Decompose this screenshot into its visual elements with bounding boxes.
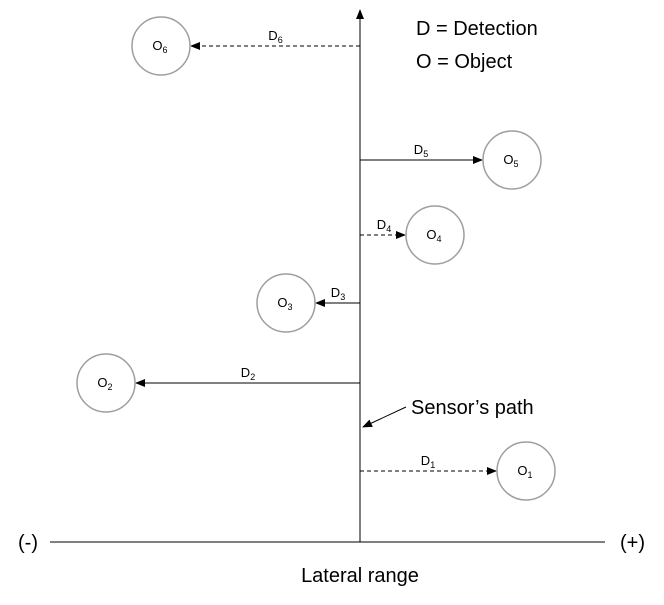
- detection-5-label-subscript: 5: [423, 149, 428, 159]
- detection-6-label: D6: [268, 28, 282, 45]
- object-3-label-base: O: [277, 295, 287, 310]
- object-4-label-base: O: [426, 227, 436, 242]
- object-4-label: O4: [426, 227, 441, 244]
- detection-2-label: D2: [241, 365, 255, 382]
- object-1-circle: [496, 441, 556, 501]
- object-2-label-base: O: [97, 375, 107, 390]
- object-1-label-base: O: [517, 463, 527, 478]
- detection-6-label-base: D: [268, 28, 277, 43]
- axis-negative-sign: (-): [18, 532, 38, 554]
- detection-2-label-subscript: 2: [250, 372, 255, 382]
- axis-label: Lateral range: [301, 565, 419, 587]
- object-2-label-subscript: 2: [108, 382, 113, 392]
- object-1-label: O1: [517, 463, 532, 480]
- object-6-label-subscript: 6: [163, 45, 168, 55]
- detection-1-label-subscript: 1: [430, 460, 435, 470]
- object-5-circle: [482, 130, 542, 190]
- detection-5-label-base: D: [414, 142, 423, 157]
- detection-3-label-subscript: 3: [340, 292, 345, 302]
- object-6-label: O6: [152, 38, 167, 55]
- object-2-circle: [76, 353, 136, 413]
- legend-object: O = Object: [416, 51, 513, 73]
- sensor-path-label: Sensor’s path: [411, 397, 534, 419]
- detection-4-label-base: D: [377, 217, 386, 232]
- detection-4-label: D4: [377, 217, 391, 234]
- detection-1-label-base: D: [421, 453, 430, 468]
- object-6-circle: [131, 16, 191, 76]
- object-5-label-base: O: [503, 152, 513, 167]
- object-5-label-subscript: 5: [514, 159, 519, 169]
- legend-detection: D = Detection: [416, 18, 538, 40]
- object-1-label-subscript: 1: [528, 470, 533, 480]
- object-4-circle: [405, 205, 465, 265]
- object-6-label-base: O: [152, 38, 162, 53]
- object-4-label-subscript: 4: [437, 234, 442, 244]
- detection-2-label-base: D: [241, 365, 250, 380]
- object-2-label: O2: [97, 375, 112, 392]
- sensor-path-pointer: [362, 406, 407, 428]
- detection-3-label-base: D: [331, 285, 340, 300]
- axis-positive-sign: (+): [620, 532, 645, 554]
- detection-3-label: D3: [331, 285, 345, 302]
- object-3-label-subscript: 3: [288, 302, 293, 312]
- detection-4-label-subscript: 4: [386, 224, 391, 234]
- detection-5-label: D5: [414, 142, 428, 159]
- object-3-label: O3: [277, 295, 292, 312]
- object-5-label: O5: [503, 152, 518, 169]
- detection-6-label-subscript: 6: [278, 35, 283, 45]
- detection-1-label: D1: [421, 453, 435, 470]
- object-3-circle: [256, 273, 316, 333]
